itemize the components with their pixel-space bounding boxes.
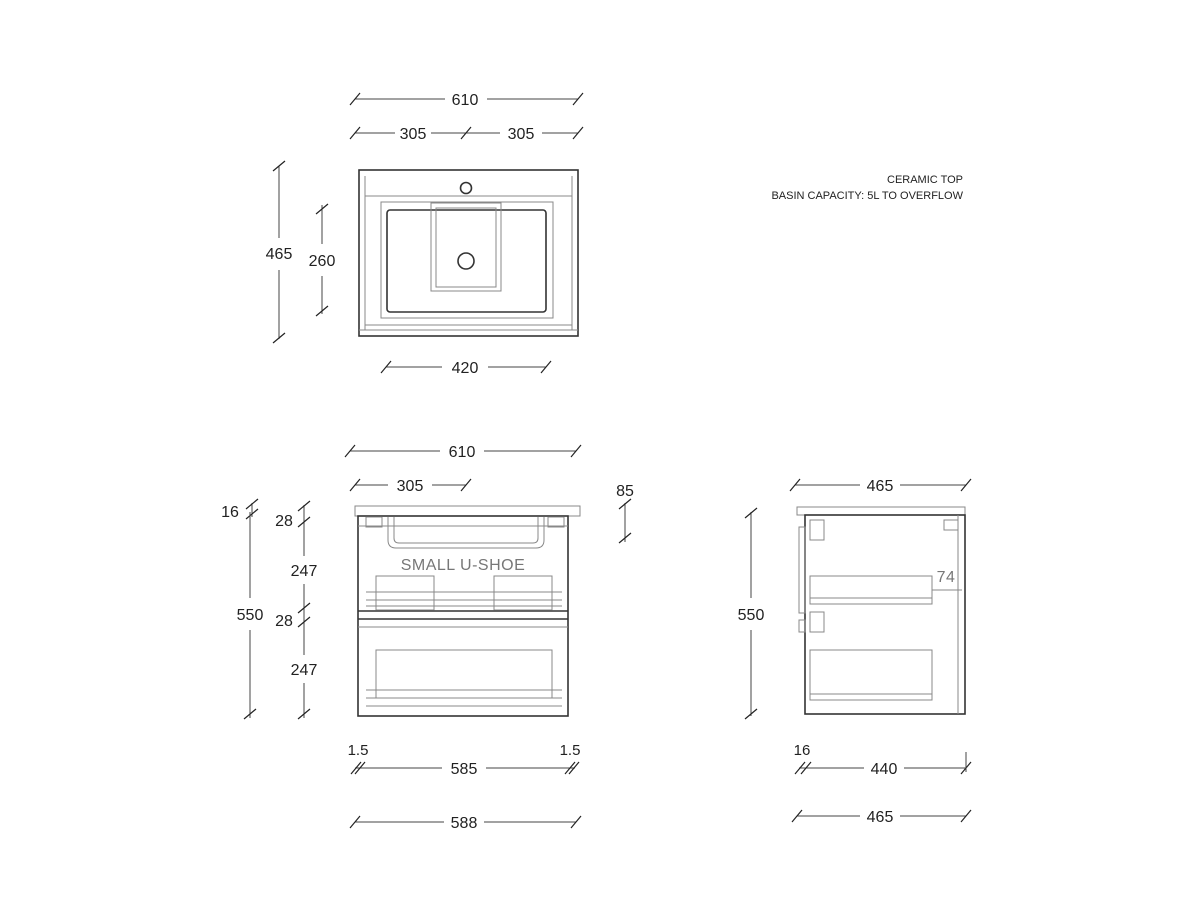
waste-outlet-icon bbox=[457, 252, 475, 270]
dim-side-shoe-depth: 74 bbox=[932, 569, 962, 591]
dim-top-basin-depth: 260 bbox=[309, 203, 336, 317]
dim-front-top-height: 85 bbox=[616, 483, 634, 544]
dim-front-half-width: 305 bbox=[349, 478, 472, 495]
dim-side-top-depth: 465 bbox=[789, 478, 972, 495]
dim-label: 28 bbox=[275, 513, 293, 530]
dim-label: 420 bbox=[452, 360, 479, 377]
dim-label: 465 bbox=[867, 478, 894, 495]
dim-label: 305 bbox=[508, 126, 535, 143]
dim-label: 247 bbox=[291, 662, 318, 679]
dim-front-overall-height: 550 bbox=[237, 512, 264, 720]
tap-hole-icon bbox=[459, 181, 473, 195]
dim-label: 550 bbox=[237, 607, 264, 624]
dim-label: 247 bbox=[291, 563, 318, 580]
dim-label: 305 bbox=[400, 126, 427, 143]
dim-side-overall-height: 550 bbox=[738, 507, 765, 720]
dim-label: 465 bbox=[867, 809, 894, 826]
dim-top-overall-width: 610 bbox=[349, 92, 584, 109]
dim-side-overall-depth: 465 bbox=[791, 809, 972, 826]
dim-front-top-thickness: 16 bbox=[221, 498, 259, 521]
cabinet-front-elevation: SMALL U-SHOE bbox=[354, 505, 581, 717]
dim-label: 16 bbox=[221, 504, 239, 521]
bracket-icon bbox=[809, 611, 825, 633]
dim-front-chain: 28 247 28 247 bbox=[275, 500, 318, 720]
dim-label: 610 bbox=[452, 92, 479, 109]
dim-label: 305 bbox=[397, 478, 424, 495]
dim-top-basin-width: 420 bbox=[380, 360, 552, 377]
dim-side-carcass-depth: 16 440 bbox=[794, 742, 972, 778]
bracket-icon bbox=[547, 516, 565, 528]
drawer-label: SMALL U-SHOE bbox=[401, 557, 526, 574]
dim-front-drawer-width: 1.5 1.5 585 bbox=[348, 742, 581, 778]
note-ceramic-top: CERAMIC TOP bbox=[887, 174, 963, 186]
cabinet-side-elevation bbox=[796, 506, 966, 715]
note-basin-capacity: BASIN CAPACITY: 5L TO OVERFLOW bbox=[771, 190, 963, 202]
front-view: 610 305 85 16 550 bbox=[221, 444, 634, 832]
dim-label: 550 bbox=[738, 607, 765, 624]
dim-top-depth: 465 bbox=[266, 160, 293, 344]
dim-top-halves: 305 305 bbox=[349, 126, 584, 143]
dim-label: 588 bbox=[451, 815, 478, 832]
dim-label: 260 bbox=[309, 253, 336, 270]
dim-label: 610 bbox=[449, 444, 476, 461]
bracket-icon bbox=[943, 519, 959, 531]
bracket-icon bbox=[809, 519, 825, 541]
dim-label: 1.5 bbox=[348, 742, 369, 759]
dim-front-carcass-width: 588 bbox=[349, 815, 582, 832]
dim-label: 585 bbox=[451, 761, 478, 778]
top-view: 610 305 305 465 260 bbox=[266, 92, 584, 377]
dim-front-overall-width: 610 bbox=[344, 444, 582, 461]
basin-plan bbox=[358, 169, 579, 337]
dim-label: 85 bbox=[616, 483, 634, 500]
dim-label: 28 bbox=[275, 613, 293, 630]
side-view: 465 550 74 bbox=[738, 478, 972, 826]
dim-label: 16 bbox=[794, 742, 811, 759]
notes: CERAMIC TOP BASIN CAPACITY: 5L TO OVERFL… bbox=[771, 174, 963, 202]
dim-label: 465 bbox=[266, 246, 293, 263]
dim-label: 440 bbox=[871, 761, 898, 778]
dim-label: 1.5 bbox=[560, 742, 581, 759]
bracket-icon bbox=[365, 516, 383, 528]
dim-label: 74 bbox=[937, 569, 956, 586]
